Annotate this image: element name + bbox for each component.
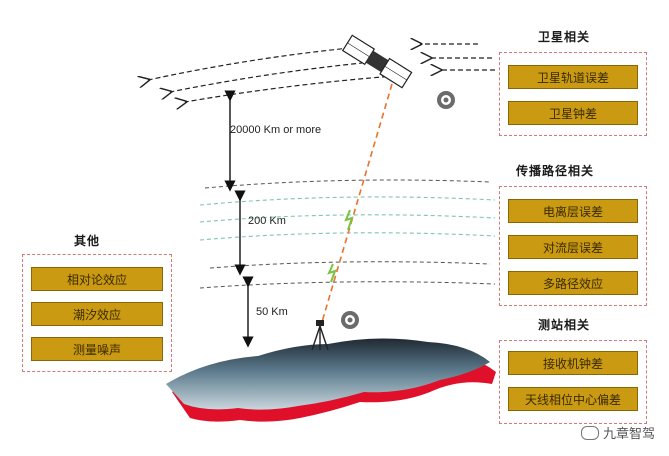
- watermark-text: 九章智驾: [602, 427, 655, 442]
- ionosphere-error-item: 电离层误差: [508, 199, 638, 223]
- atmosphere-layers: [199, 179, 496, 289]
- ionosphere-altitude-label: 200 Km: [248, 215, 286, 227]
- satellite-group-title: 卫星相关: [538, 30, 591, 44]
- wechat-icon: [580, 425, 599, 440]
- station-group-title: 测站相关: [538, 318, 591, 332]
- incoming-arrows: [420, 44, 495, 70]
- antenna-phase-center-item: 天线相位中心偏差: [508, 387, 638, 411]
- signal-path: [321, 83, 393, 323]
- watermark: 九章智驾: [580, 423, 655, 442]
- altitude-arrows: [224, 90, 254, 348]
- propagation-group: 电离层误差 对流层误差 多路径效应: [499, 186, 647, 306]
- other-group: 相对论效应 潮汐效应 测量噪声: [22, 254, 172, 372]
- station-group: 接收机钟差 天线相位中心偏差: [499, 340, 647, 424]
- receiver-antenna-icon: [311, 320, 329, 351]
- troposphere-error-item: 对流层误差: [508, 235, 638, 259]
- orbit-arcs: [148, 47, 396, 102]
- tidal-effect-item: 潮汐效应: [31, 302, 163, 326]
- satellite-orbit-error-item: 卫星轨道误差: [508, 65, 638, 89]
- troposphere-altitude-label: 50 Km: [256, 306, 288, 318]
- relativity-effect-item: 相对论效应: [31, 267, 163, 291]
- propagation-group-title: 传播路径相关: [516, 164, 595, 178]
- satellite-clock-error-item: 卫星钟差: [508, 101, 638, 125]
- measurement-noise-item: 测量噪声: [31, 337, 163, 361]
- satellite-icon: [341, 34, 413, 89]
- terrain: [166, 338, 496, 422]
- satellite-group: 卫星轨道误差 卫星钟差: [499, 52, 647, 136]
- other-group-title: 其他: [74, 234, 101, 248]
- receiver-clock-error-item: 接收机钟差: [508, 351, 638, 375]
- satellite-error-gear-icon: [437, 91, 455, 109]
- orbit-altitude-label: 20000 Km or more: [230, 124, 322, 136]
- multipath-effect-item: 多路径效应: [508, 271, 638, 295]
- station-error-gear-icon: [341, 311, 359, 329]
